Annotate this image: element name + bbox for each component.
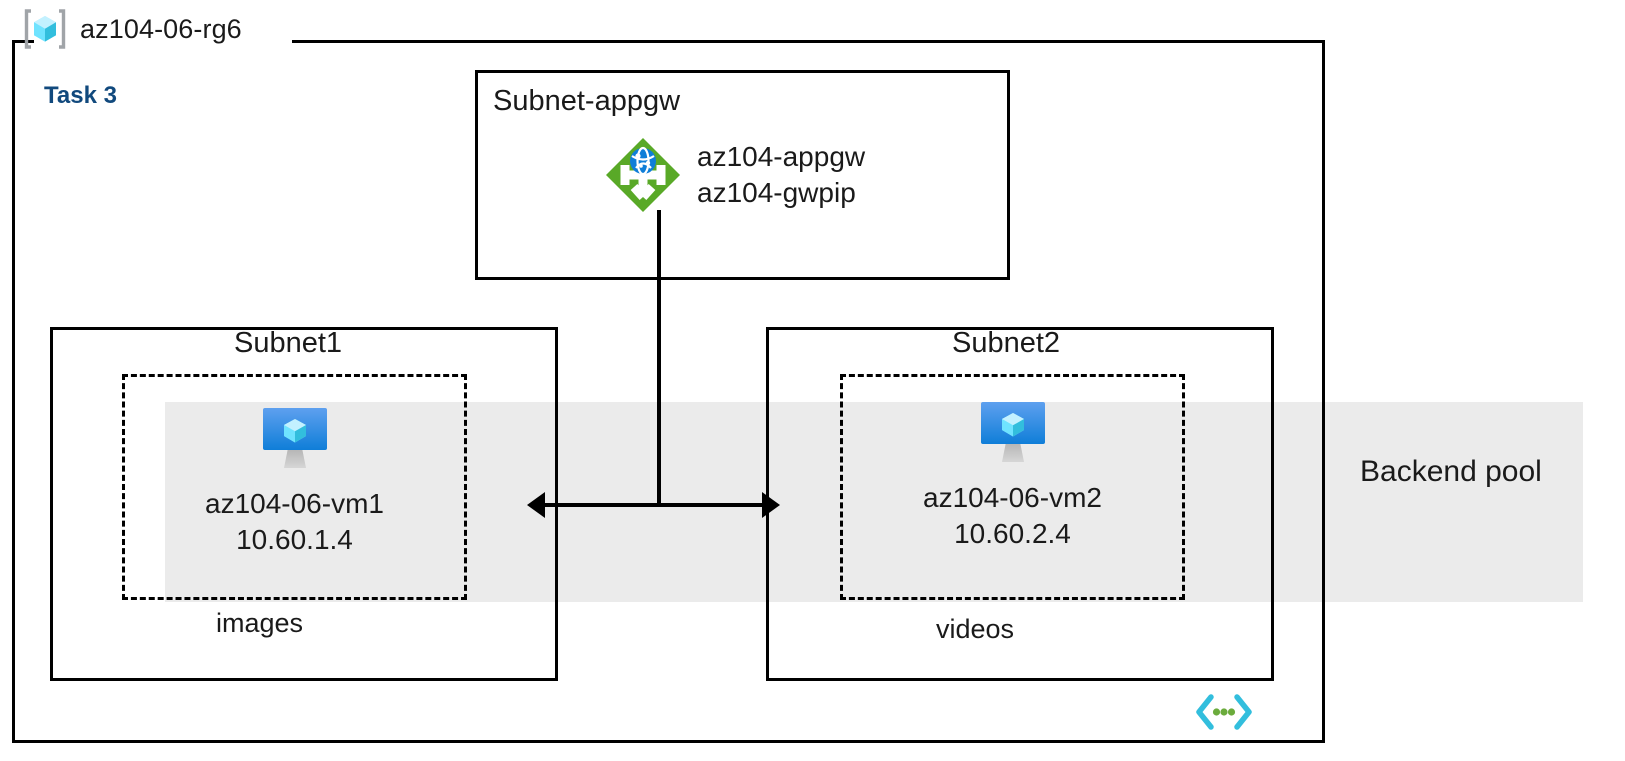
resource-group-border-top-stub [12, 40, 34, 43]
resource-group-header: az104-06-rg6 [22, 6, 242, 52]
subnet1-title: Subnet1 [234, 327, 343, 359]
virtual-machine-icon [840, 392, 1185, 472]
virtual-machine-icon [122, 398, 467, 478]
application-gateway-names: az104-appgw az104-gwpip [697, 139, 865, 211]
vm2-ip: 10.60.2.4 [954, 518, 1071, 550]
vm1-text: az104-06-vm1 10.60.1.4 [122, 486, 467, 559]
code-brackets-icon [1196, 693, 1252, 731]
subnet-appgw-title: Subnet-appgw [493, 85, 681, 117]
arrow-right-icon [762, 492, 780, 518]
subnet-appgw-box [475, 70, 1010, 280]
backend-pool-band [165, 402, 1583, 602]
resource-group-border-top-main [292, 40, 1325, 43]
subnet-connector-line [538, 503, 770, 507]
task-label: Task 3 [44, 82, 117, 109]
vm1-node: az104-06-vm1 10.60.1.4 [122, 398, 467, 559]
resource-group-border-bottom [12, 740, 1325, 743]
subnet2-nsg-boundary [840, 374, 1185, 600]
subnet1-nsg-boundary [122, 374, 467, 600]
vm1-name: az104-06-vm1 [205, 488, 384, 519]
gateway-connector-line [657, 210, 661, 506]
subnet2-nsg-label: videos [936, 614, 1015, 644]
appgw-resource-name: az104-appgw [697, 141, 866, 173]
gwpip-resource-name: az104-gwpip [697, 177, 856, 208]
vm2-text: az104-06-vm2 10.60.2.4 [840, 480, 1185, 553]
backend-pool-label: Backend pool [1360, 455, 1542, 488]
application-gateway-node: az104-appgw az104-gwpip [603, 135, 865, 215]
vm2-name: az104-06-vm2 [923, 482, 1102, 513]
resource-group-title: az104-06-rg6 [80, 13, 242, 44]
vm1-ip: 10.60.1.4 [236, 524, 353, 556]
vm2-node: az104-06-vm2 10.60.2.4 [840, 392, 1185, 553]
resource-group-border-right [1322, 40, 1325, 743]
application-gateway-icon [603, 135, 683, 215]
subnet1-nsg-label: images [216, 608, 304, 638]
resource-group-border-left [12, 40, 15, 743]
resource-group-cube-icon [22, 6, 68, 52]
subnet2-title: Subnet2 [952, 327, 1061, 359]
arrow-left-icon [527, 492, 545, 518]
